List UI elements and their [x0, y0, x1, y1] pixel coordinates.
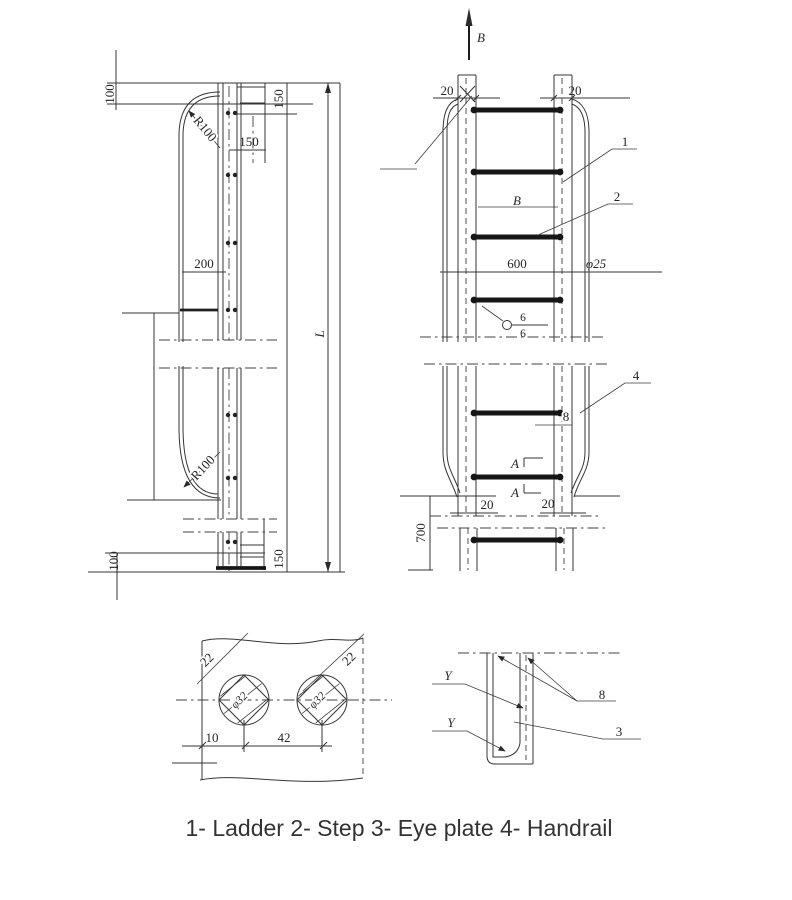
handrail-right-outer — [571, 98, 590, 498]
break-lines-bottom — [183, 518, 277, 533]
view-arrow-head — [465, 8, 473, 26]
top-left-leader — [380, 95, 473, 170]
eye-plate-face-detail: 22 22 φ32 φ32 10 42 — [172, 632, 392, 782]
stringer-hidden-lines — [465, 78, 565, 570]
dim-8-leader-a — [497, 655, 578, 702]
L-arrow-bottom — [325, 562, 331, 572]
channel-inner — [492, 653, 521, 758]
handrail-side-outer — [178, 91, 221, 499]
dim-22-left-leader — [196, 632, 249, 685]
hole-dia-left-label: φ32 — [229, 690, 250, 711]
weld-x-mark — [459, 85, 476, 103]
dim-700-label: 700 — [413, 523, 428, 543]
dim-rung-diameter-label: φ25 — [586, 256, 607, 271]
bottom-dim-line — [172, 741, 332, 764]
bottom-dim-lines — [88, 552, 345, 600]
top-bracket — [237, 83, 297, 163]
dim-100-top-label: 100 — [102, 84, 117, 104]
dim-22-right-leader — [302, 633, 365, 692]
callout-3-label: 3 — [616, 724, 623, 739]
stringer-front-lines — [457, 74, 574, 571]
stringer-side-lines — [217, 83, 242, 568]
radius-bottom-leader — [183, 451, 221, 488]
section-a-upper-label: A — [510, 456, 519, 471]
dim-20-bottom-right-label: 20 — [542, 496, 555, 511]
callout-1-label: 1 — [622, 134, 629, 149]
break-lines-mid — [159, 339, 277, 369]
handrail-right-inner — [570, 103, 586, 494]
weld-size-bottom-label: 6 — [520, 328, 526, 340]
radius-top-label: R100 — [191, 113, 221, 144]
dim-150-horizontal-label: 150 — [239, 134, 259, 149]
rung-end-dots — [470, 106, 564, 544]
dim-8-label: 8 — [563, 409, 570, 424]
dim-8-leader-b — [527, 657, 578, 702]
dim-8-label-side: 8 — [599, 687, 606, 702]
break-lines-bottom-front — [430, 515, 608, 529]
dim-length-label: L — [312, 330, 327, 338]
weld-size-top-label: 6 — [520, 312, 526, 324]
dim-150-vertical-label: 150 — [271, 89, 286, 109]
handrail-side-inner — [182, 95, 221, 495]
weld-y-lower-leader — [432, 730, 506, 752]
callout-1-leader — [562, 148, 637, 183]
dim-22-left-label: 22 — [197, 650, 217, 670]
bottom-bracket — [240, 519, 265, 570]
section-a-upper-mark — [523, 457, 543, 467]
callout-2-leader — [537, 203, 633, 236]
dim-42-label: 42 — [278, 730, 291, 745]
side-view: 100 R100 150 150 200 R100 L 100 150 — [88, 50, 345, 600]
dim-10-label: 10 — [206, 730, 219, 745]
hatching-right — [298, 676, 346, 724]
callout-4-label: 4 — [633, 368, 640, 383]
dim-200-label: 200 — [194, 256, 214, 271]
callout-3-leader — [513, 721, 641, 740]
dim-20-top-right-label: 20 — [569, 83, 582, 98]
figure-caption: 1- Ladder 2- Step 3- Eye plate 4- Handra… — [185, 815, 612, 841]
callout-2-label: 2 — [614, 189, 621, 204]
dim-20-bottom-left-label: 20 — [481, 497, 494, 512]
L-arrow-top — [325, 83, 331, 93]
break-lines-mid-front — [420, 336, 607, 365]
section-b-label: B — [513, 193, 521, 208]
handrail-left-outer — [442, 98, 459, 498]
handrail-left-inner — [446, 103, 461, 494]
dim-150-bottom-label: 150 — [271, 549, 286, 569]
channel-outline — [486, 653, 534, 765]
extent-lines — [122, 312, 221, 501]
dim-700-lines — [408, 496, 433, 571]
section-a-lower-label: A — [510, 485, 519, 500]
rungs — [470, 106, 564, 544]
radius-top-leader — [188, 110, 221, 149]
view-arrow-label: B — [477, 30, 485, 45]
weld-y-upper-leader — [432, 683, 524, 709]
weld-symbol-circle — [502, 320, 512, 330]
plate-outline — [199, 637, 364, 782]
dim-20-top-lines — [433, 94, 630, 102]
weld-y-lower-label: Y — [447, 715, 456, 730]
dim-600-label: 600 — [507, 256, 527, 271]
hole-dia-right-label: φ32 — [307, 690, 328, 711]
callout-4-leader — [579, 382, 651, 414]
weld-y-upper-label: Y — [444, 668, 453, 683]
section-a-lower-mark — [523, 484, 541, 494]
weld-leader — [481, 305, 504, 322]
hatching-left — [220, 676, 268, 724]
bolt-dots — [225, 110, 238, 545]
dim-100-bottom-label: 100 — [106, 551, 121, 571]
dim-20-top-left-label: 20 — [441, 83, 454, 98]
eye-plate-side-detail: Y Y 8 3 — [432, 652, 641, 765]
front-view: B — [380, 8, 662, 571]
dim-22-right-label: 22 — [339, 649, 359, 669]
